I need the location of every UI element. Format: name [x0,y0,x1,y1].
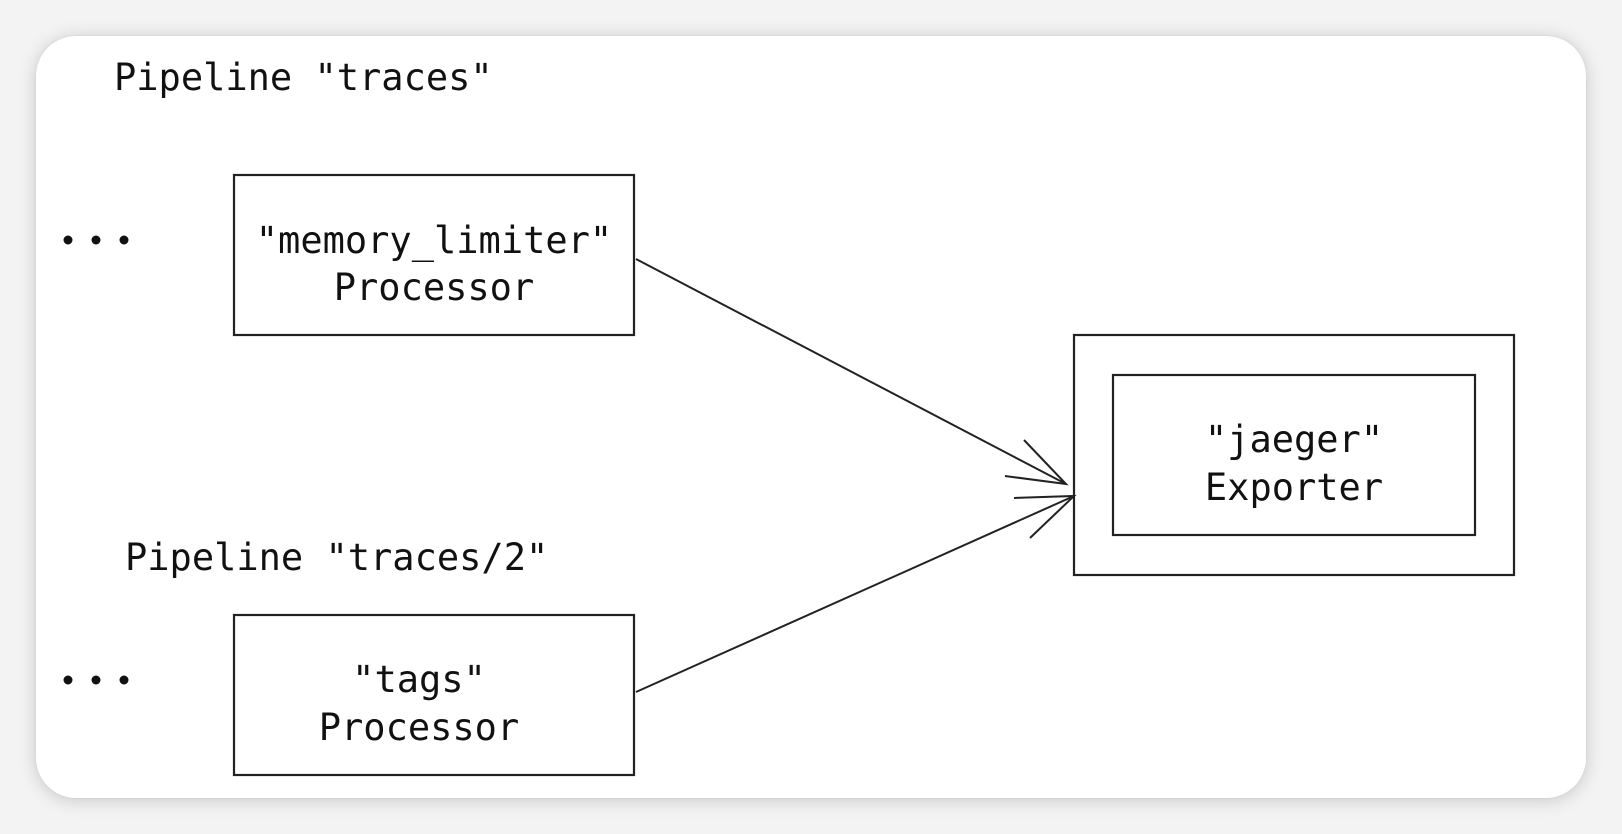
jaeger-exporter-outer-box [1072,333,1516,577]
pipeline-traces-ellipsis [63,235,129,245]
tags-processor-name: "tags" [352,658,486,701]
tags-processor-node: "tags" Processor [232,613,636,777]
jaeger-exporter-name: "jaeger" [1205,418,1383,461]
arrow-memory-limiter-to-jaeger [635,258,1069,486]
pipeline-traces2-ellipsis [63,675,129,685]
jaeger-exporter-node: "jaeger" Exporter [1072,333,1516,577]
pipeline-traces-title: Pipeline "traces" [114,56,493,99]
jaeger-exporter-type: Exporter [1205,466,1383,509]
memory-limiter-processor-box [232,173,636,337]
pipeline-traces2-title: Pipeline "traces/2" [125,536,548,579]
diagram-card [36,36,1586,798]
memory-limiter-processor-node: "memory_limiter" Processor [232,173,636,337]
memory-limiter-processor-type: Processor [334,266,534,309]
tags-processor-box [232,613,636,777]
memory-limiter-processor-name: "memory_limiter" [256,219,612,263]
arrow-tags-to-jaeger [635,494,1077,693]
tags-processor-type: Processor [319,706,519,749]
jaeger-exporter-inner-box [1111,373,1477,537]
